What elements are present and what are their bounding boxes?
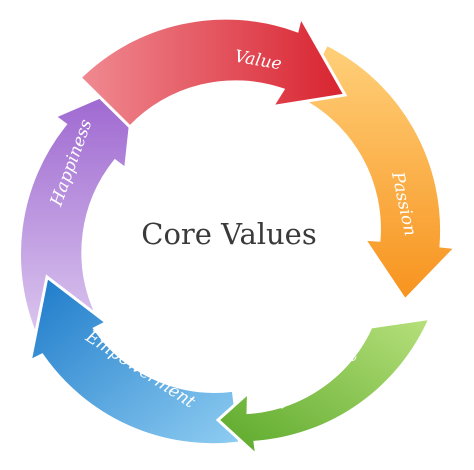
value-arrow bbox=[77, 12, 348, 130]
empowerment-arrow bbox=[28, 274, 242, 447]
excellence-arrow bbox=[215, 316, 433, 460]
happiness-arrow bbox=[18, 79, 137, 342]
passion-arrow bbox=[296, 42, 459, 303]
center-title: Core Values bbox=[141, 217, 316, 251]
